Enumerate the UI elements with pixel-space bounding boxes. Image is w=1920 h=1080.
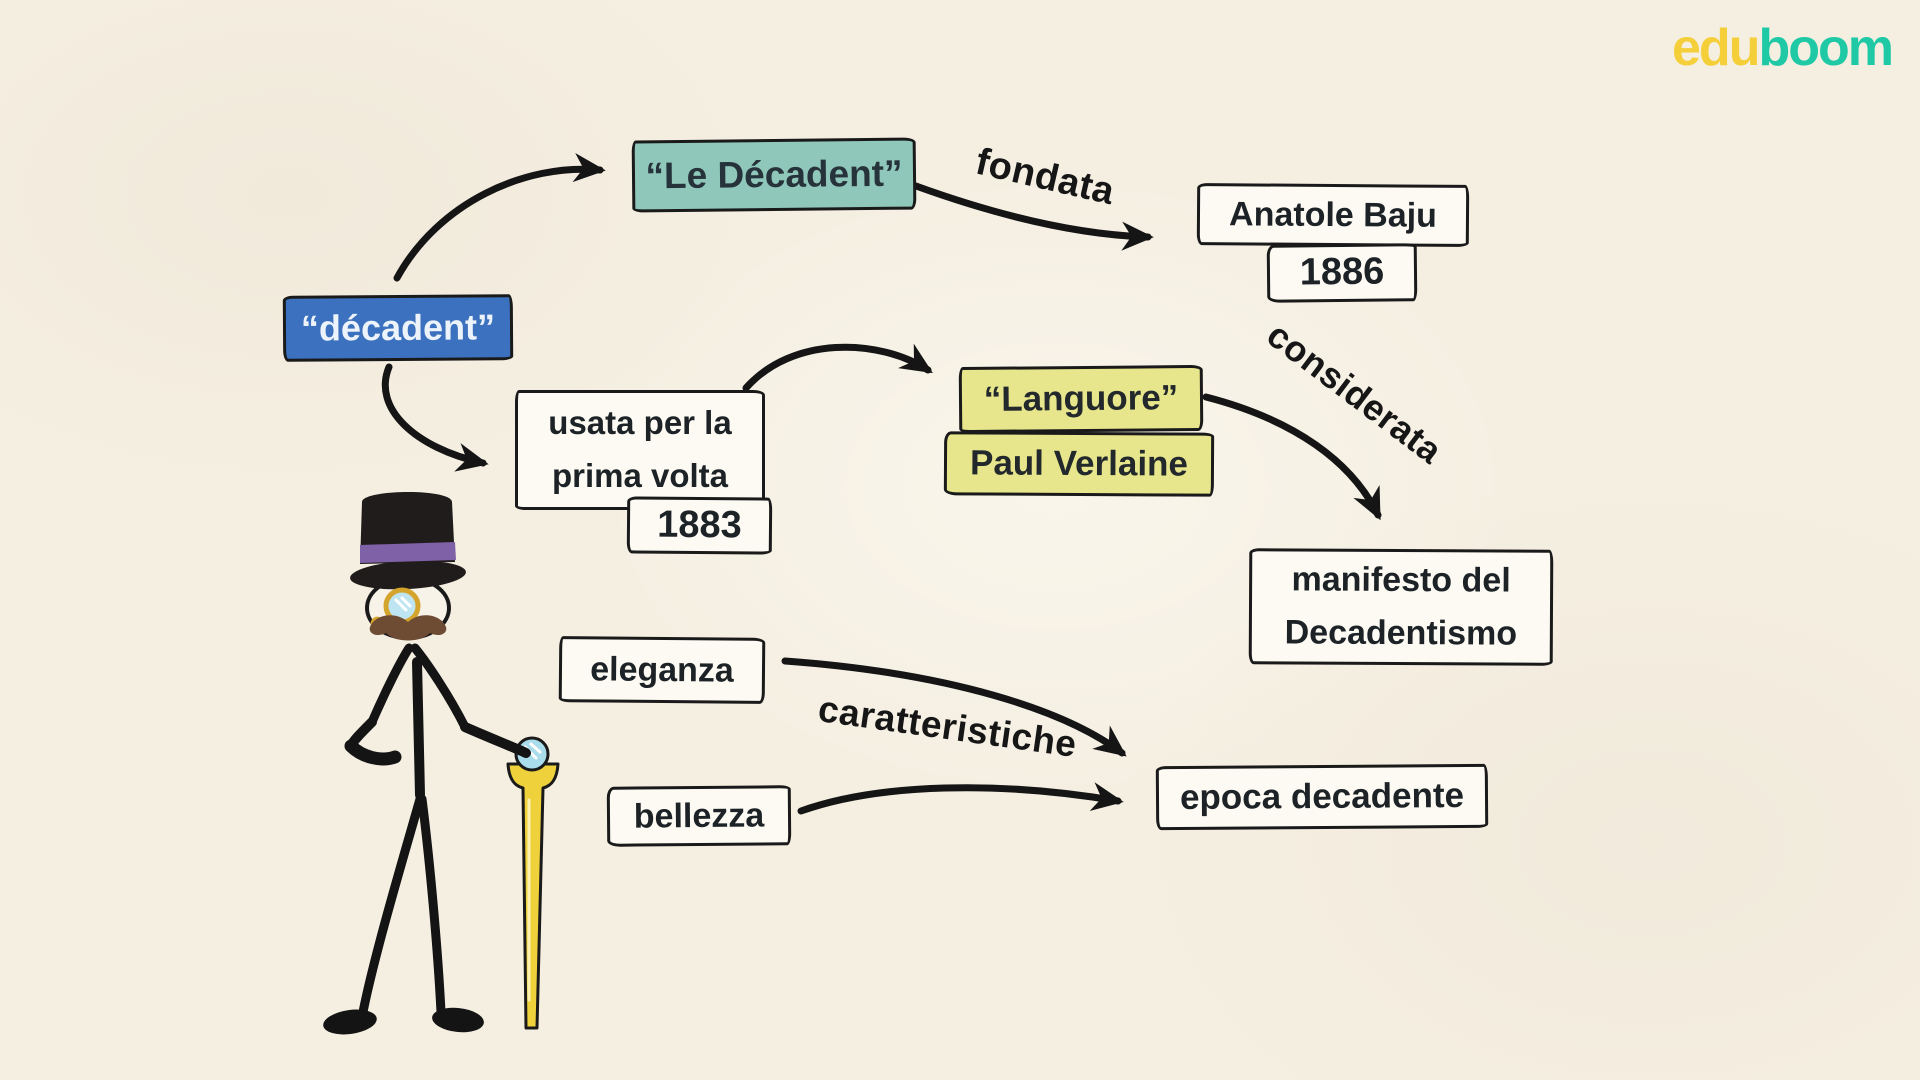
- arrow-decadent-to-le-decadent: [393, 153, 606, 282]
- node-languore-label: “Languore”: [983, 378, 1179, 419]
- node-1886-label: 1886: [1299, 250, 1385, 294]
- node-manifesto-line2: Decadentismo: [1284, 613, 1518, 653]
- node-1883-label: 1883: [657, 503, 742, 547]
- node-epoca-decadente-label: epoca decadente: [1179, 776, 1465, 817]
- node-anatole-baju: Anatole Baju: [1196, 183, 1470, 247]
- node-eleganza: eleganza: [558, 636, 766, 704]
- node-epoca-decadente: epoca decadente: [1155, 763, 1489, 831]
- gentleman-character: [323, 492, 560, 1035]
- node-paul-verlaine-label: Paul Verlaine: [969, 443, 1189, 484]
- node-usata-line1: usata per la: [548, 404, 732, 442]
- character-body: [344, 643, 531, 1017]
- top-hat: [350, 492, 466, 590]
- node-le-decadent-label: “Le Décadent”: [645, 152, 903, 197]
- node-1886: 1886: [1266, 243, 1418, 303]
- node-manifesto: manifesto del Decadentismo: [1248, 548, 1554, 666]
- node-le-decadent: “Le Décadent”: [631, 137, 917, 213]
- node-languore: “Languore”: [958, 364, 1204, 434]
- node-decadent: “décadent”: [282, 294, 514, 362]
- node-1883: 1883: [626, 496, 773, 555]
- node-bellezza-label: bellezza: [633, 796, 765, 836]
- left-hand: [344, 739, 402, 766]
- arrow-bellezza-to-epoca: [797, 782, 1124, 815]
- hat-band: [360, 542, 456, 563]
- right-arm: [460, 722, 531, 758]
- node-manifesto-line1: manifesto del: [1291, 560, 1511, 600]
- logo-boom: boom: [1758, 19, 1894, 77]
- node-anatole-baju-label: Anatole Baju: [1228, 194, 1438, 235]
- node-paul-verlaine: Paul Verlaine: [943, 431, 1215, 497]
- node-eleganza-label: eleganza: [590, 649, 734, 690]
- torso: [412, 657, 425, 800]
- node-usata: usata per la prima volta: [515, 390, 765, 510]
- node-bellezza: bellezza: [606, 785, 792, 847]
- arrow-eleganza-to-epoca: [781, 657, 1127, 757]
- eduboom-logo: eduboom: [1672, 18, 1894, 78]
- arrow-le-decadent-to-anatole: [912, 182, 1154, 251]
- left-leg: [358, 794, 425, 1017]
- arrow-decadent-to-usata: [381, 363, 489, 472]
- cane: [506, 736, 560, 1030]
- logo-edu: edu: [1672, 19, 1760, 77]
- node-usata-line2: prima volta: [551, 457, 729, 494]
- right-leg: [417, 794, 446, 1017]
- left-foot: [323, 1009, 377, 1035]
- arrow-languore-to-manifesto: [1202, 393, 1382, 521]
- right-foot: [432, 1007, 484, 1033]
- arrow-usata-to-languore: [742, 343, 933, 392]
- mustache: [369, 615, 447, 641]
- node-decadent-label: “décadent”: [300, 306, 496, 350]
